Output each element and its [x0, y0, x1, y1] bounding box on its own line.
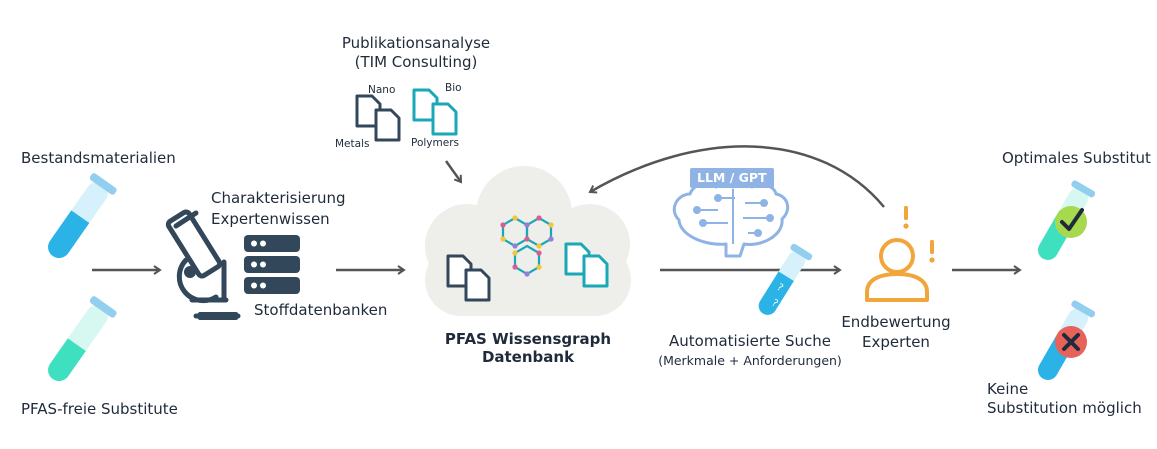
test-tube-icon-existing	[48, 173, 117, 259]
exclamation-icon	[903, 206, 935, 263]
experts-title: Experten	[862, 333, 930, 351]
test-tube-icon-search: ? ?	[758, 243, 813, 315]
llm-gpt-badge: LLM / GPT	[690, 168, 774, 188]
document-icon-graph-dark	[446, 254, 491, 302]
test-tube-icon-substitutes	[48, 296, 117, 382]
document-icon-bio	[412, 88, 458, 136]
graph-nodes	[500, 215, 554, 277]
publication-analysis-title: Publikationsanalyse	[341, 34, 491, 52]
automated-search-title: Automatisierte Suche	[669, 332, 831, 350]
no-substitution-label-line2: Substitution möglich	[987, 399, 1142, 417]
characterization-title: Charakterisierung	[211, 189, 346, 207]
document-icon-nano	[355, 94, 401, 142]
automated-search-subtitle: (Merkmale + Anforderungen)	[658, 353, 842, 368]
category-metals: Metals	[335, 138, 370, 150]
svg-text:?: ?	[769, 298, 779, 310]
existing-materials-label: Bestandsmaterialien	[21, 149, 176, 167]
brain-circuit-lines	[693, 189, 774, 244]
category-polymers: Polymers	[411, 137, 459, 149]
expert-person-icon	[865, 238, 929, 302]
document-icon-graph-teal	[564, 242, 609, 288]
microscope-lens-icon	[184, 266, 196, 278]
category-bio: Bio	[445, 82, 462, 94]
optimal-substitute-label: Optimales Substitut	[1002, 149, 1151, 167]
svg-text:?: ?	[774, 282, 784, 294]
arrow-publications-to-graph	[444, 160, 463, 184]
feedback-arrow	[588, 145, 885, 208]
cross-icon	[1055, 326, 1087, 358]
knowledge-graph-title: PFAS Wissensgraph	[444, 330, 612, 348]
category-nano: Nano	[368, 84, 396, 96]
substance-databases-label: Stoffdatenbanken	[254, 301, 388, 319]
knowledge-graph-subtitle: Datenbank	[481, 348, 575, 366]
pfas-free-substitutes-label: PFAS-freie Substitute	[21, 400, 178, 418]
expert-knowledge-title: Expertenwissen	[211, 210, 330, 228]
publication-analysis-subtitle: (TIM Consulting)	[354, 53, 478, 71]
database-server-icon	[244, 235, 300, 294]
no-substitution-label-line1: Keine	[987, 380, 1029, 398]
final-evaluation-title: Endbewertung	[841, 313, 951, 331]
checkmark-icon	[1055, 206, 1087, 238]
